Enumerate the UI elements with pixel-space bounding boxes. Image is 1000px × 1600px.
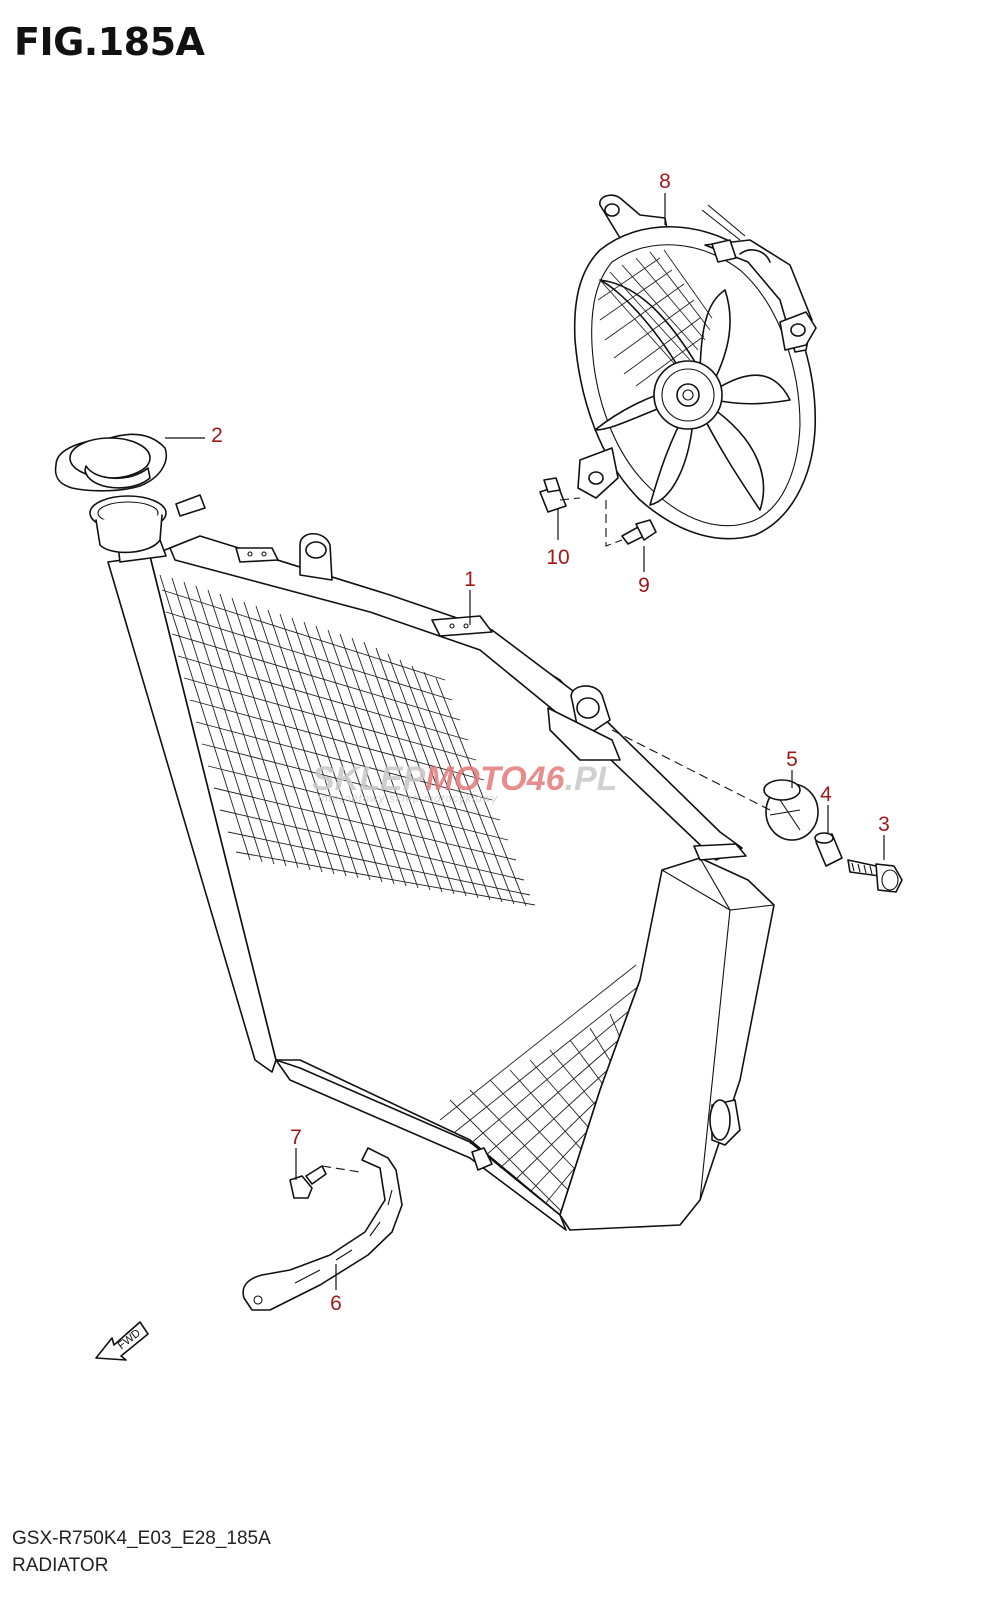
leader-lines [165, 193, 885, 1290]
collar[interactable] [814, 832, 843, 867]
callout-9: 9 [638, 574, 650, 597]
radiator-cap[interactable] [54, 433, 167, 554]
watermark-part2: MOTO [425, 760, 526, 798]
rubber-cushion[interactable] [763, 779, 819, 841]
bracket-screw[interactable] [289, 1165, 327, 1199]
watermark-part3: 46 [526, 760, 566, 798]
watermark-tagline: internetowy sklep motocyklowy [318, 793, 499, 805]
footer-group-name: RADIATOR [12, 1555, 109, 1576]
callout-7: 7 [290, 1126, 302, 1149]
callout-8: 8 [659, 170, 671, 193]
watermark: SKLEPMOTO46.PL internetowy sklep motocyk… [312, 760, 617, 805]
cooling-fan[interactable] [573, 194, 817, 540]
figure-title: FIG.185A [14, 20, 205, 64]
svg-text:SKLEPMOTO46.PL: SKLEPMOTO46.PL [312, 760, 617, 798]
callout-10: 10 [546, 546, 569, 569]
fwd-arrow-icon: FWD [95, 1321, 149, 1361]
callout-4: 4 [820, 783, 832, 806]
callout-6: 6 [330, 1292, 342, 1315]
fan-bolt[interactable] [621, 519, 657, 545]
footer-model-code: GSX-R750K4_E03_E28_185A [12, 1528, 271, 1549]
callout-3: 3 [878, 813, 890, 836]
callout-2: 2 [211, 424, 223, 447]
radiator-bracket[interactable] [242, 1147, 403, 1311]
clip-nut[interactable] [539, 477, 567, 513]
callout-5: 5 [786, 748, 798, 771]
watermark-part4: .PL [565, 760, 618, 798]
callout-1: 1 [464, 568, 476, 591]
mounting-bolt[interactable] [847, 859, 903, 893]
radiator[interactable] [107, 494, 775, 1231]
watermark-part1: SKLEP [312, 760, 426, 798]
